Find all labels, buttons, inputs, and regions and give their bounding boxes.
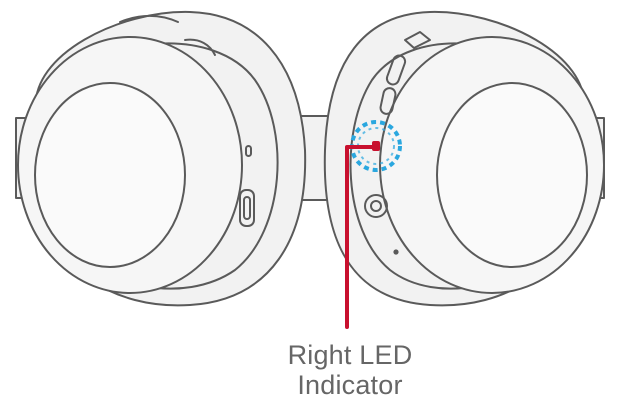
right-ear-cup-icon xyxy=(323,10,605,307)
callout-label-line2: Indicator xyxy=(297,370,403,400)
left-ear-cup-icon xyxy=(15,10,307,307)
callout-label-line1: Right LED xyxy=(287,340,413,370)
callout-line xyxy=(345,145,374,329)
